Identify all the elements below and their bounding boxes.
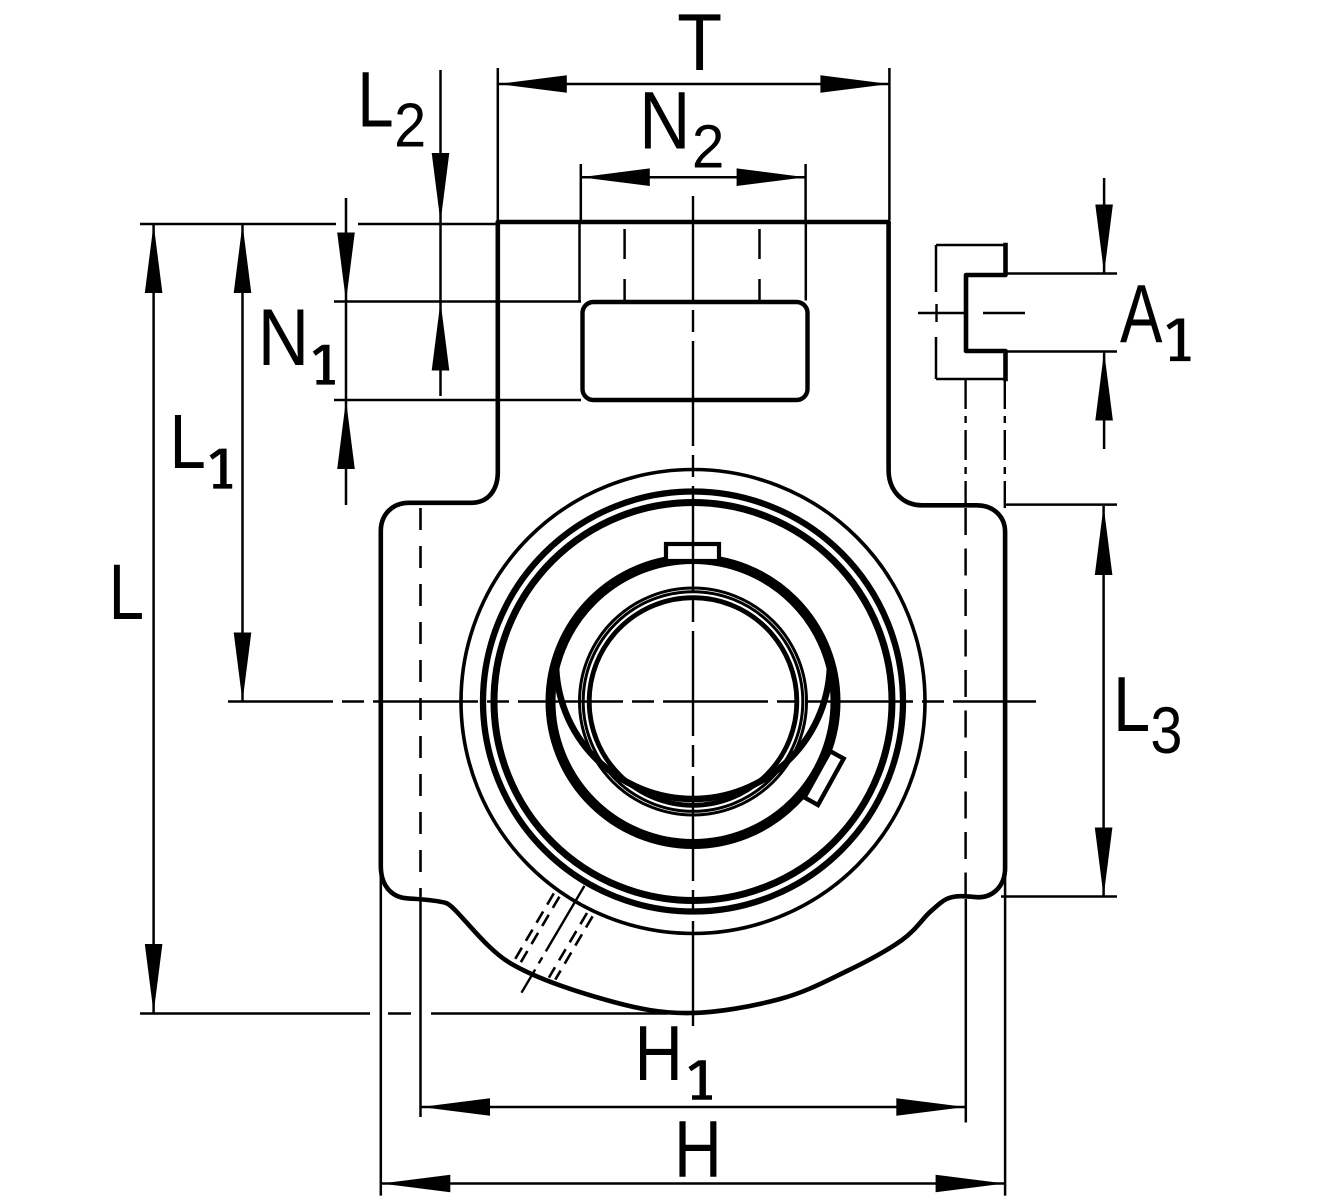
svg-text:2: 2 [692,112,725,181]
svg-text:T: T [677,0,722,88]
svg-text:L: L [170,399,206,486]
svg-text:N: N [639,76,690,167]
svg-text:H: H [634,1010,682,1097]
svg-text:3: 3 [1150,694,1182,768]
svg-text:L: L [109,549,144,637]
svg-text:A: A [1120,267,1163,360]
svg-text:2: 2 [394,91,426,160]
svg-text:N: N [258,293,309,383]
svg-text:L: L [357,56,393,144]
svg-text:L: L [1113,661,1150,748]
svg-text:H: H [674,1104,722,1195]
